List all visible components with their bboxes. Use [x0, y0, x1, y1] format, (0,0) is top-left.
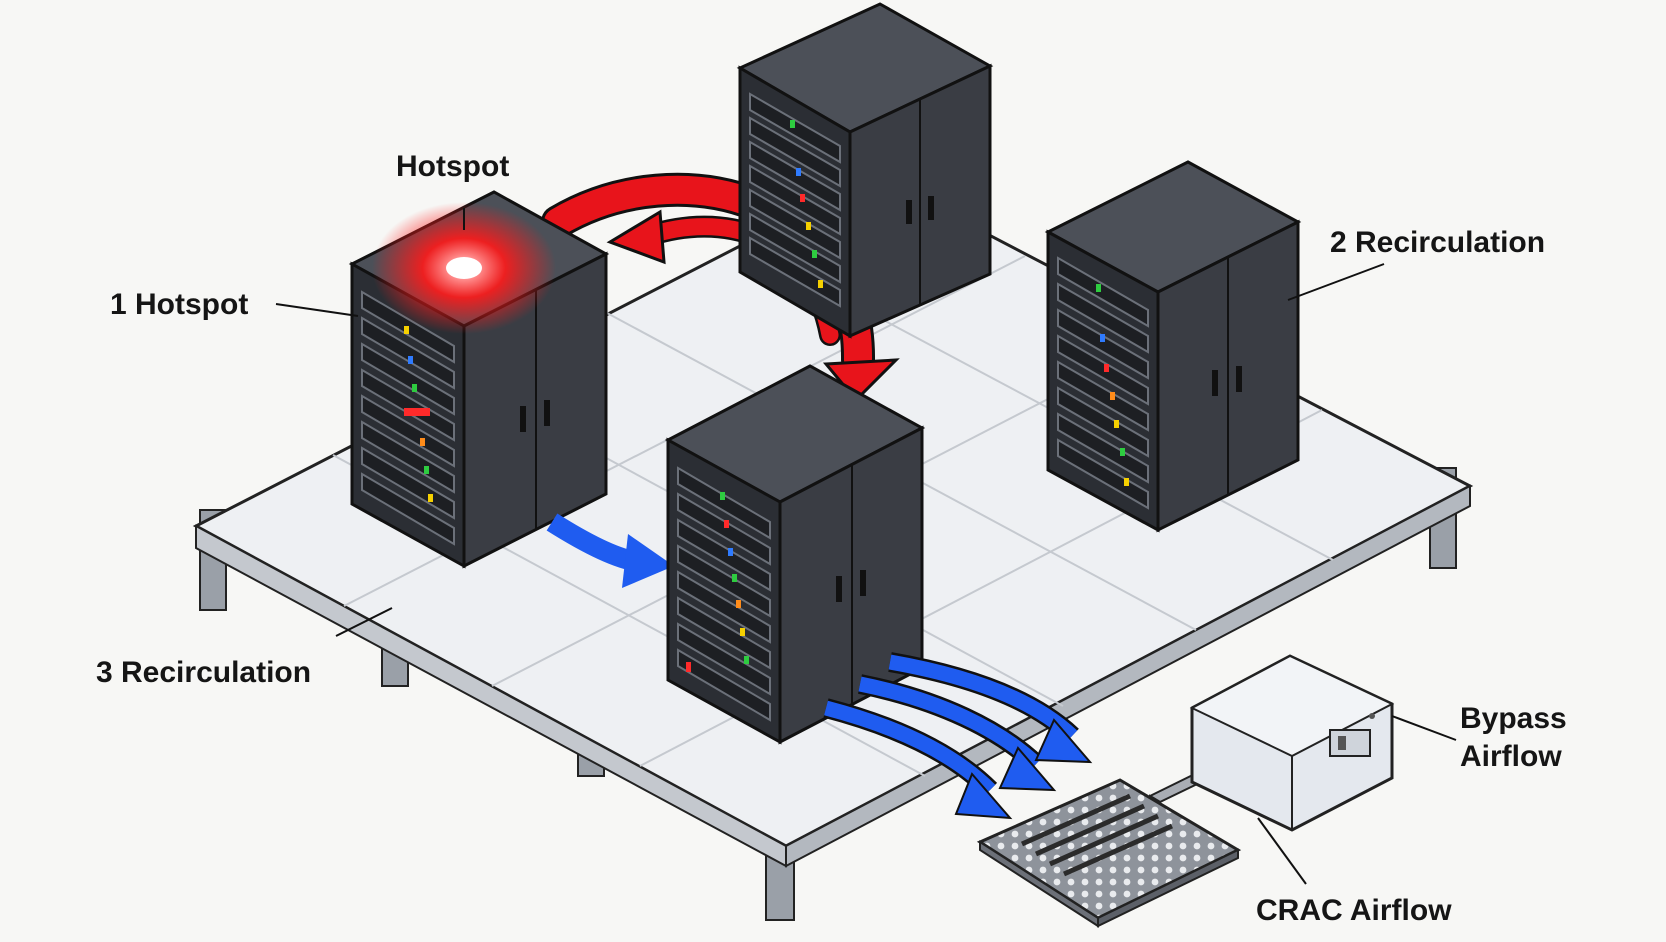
bypass-airflow-label: Bypass Airflow	[1460, 700, 1567, 775]
server-rack-icon	[664, 364, 926, 745]
hotspot-1-label: 1 Hotspot	[110, 288, 249, 321]
recirculation-2-label: 2 Recirculation	[1330, 226, 1546, 259]
hotspot-glow-icon	[372, 202, 556, 334]
floor-vent-grille-icon	[976, 778, 1242, 928]
crac-airflow-label: CRAC Airflow	[1256, 894, 1452, 927]
leader-lines	[275, 208, 1457, 885]
recirculation-3-label: 3 Recirculation	[96, 656, 312, 689]
server-rack-icon	[1044, 160, 1302, 533]
bypass-label-line1: Bypass	[1460, 702, 1567, 735]
hotspot-title-label: Hotspot	[396, 150, 510, 183]
cool-air-arrow	[546, 513, 674, 588]
crac-unit-icon	[1147, 654, 1395, 832]
server-rack-icon	[736, 2, 994, 339]
bypass-label-line2: Airflow	[1460, 739, 1562, 773]
bypass-airflow-arrows	[823, 652, 1093, 820]
